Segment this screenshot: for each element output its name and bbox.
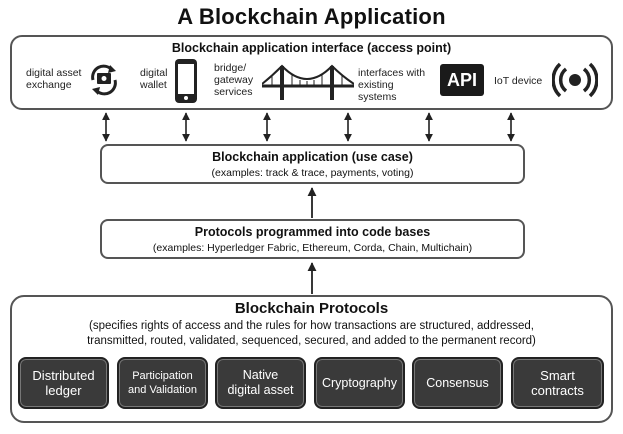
iot-label: IoT device xyxy=(494,75,543,87)
code-bases-title: Protocols programmed into code bases xyxy=(194,225,431,239)
use-case-title: Blockchain application (use case) xyxy=(212,150,413,164)
api-icon: API xyxy=(440,64,484,96)
diagram-title: A Blockchain Application xyxy=(177,4,446,29)
code-bases-subtitle: (examples: Hyperledger Fabric, Ethereum,… xyxy=(152,242,473,254)
use-case-box: Blockchain application (use case) (examp… xyxy=(100,144,525,184)
wallet-label: digital wallet xyxy=(140,67,168,91)
use-case-subtitle: (examples: track & trace, payments, voti… xyxy=(211,167,414,179)
systems-label: interfaces with existing systems xyxy=(358,67,426,103)
protocols-title: Blockchain Protocols xyxy=(234,300,389,317)
code-bases-box: Protocols programmed into code bases (ex… xyxy=(100,219,525,259)
protocol-cryptography: Cryptography xyxy=(314,357,405,409)
wallet-phone-icon xyxy=(175,59,197,103)
protocols-subtitle-line-2: transmitted, routed, validated, sequence… xyxy=(87,335,536,347)
bridge-icon xyxy=(262,64,354,100)
protocol-consensus: Consensus xyxy=(412,357,503,409)
protocols-subtitle-line-1: (specifies rights of access and the rule… xyxy=(89,320,534,332)
iot-signal-icon xyxy=(552,62,598,98)
interface-title: Blockchain application interface (access… xyxy=(171,41,452,55)
bridge-label: bridge/ gateway services xyxy=(214,62,254,98)
exchange-icon xyxy=(91,64,117,96)
exchange-label: digital asset exchange xyxy=(26,67,82,91)
interface-box: Blockchain application interface (access… xyxy=(10,35,613,110)
